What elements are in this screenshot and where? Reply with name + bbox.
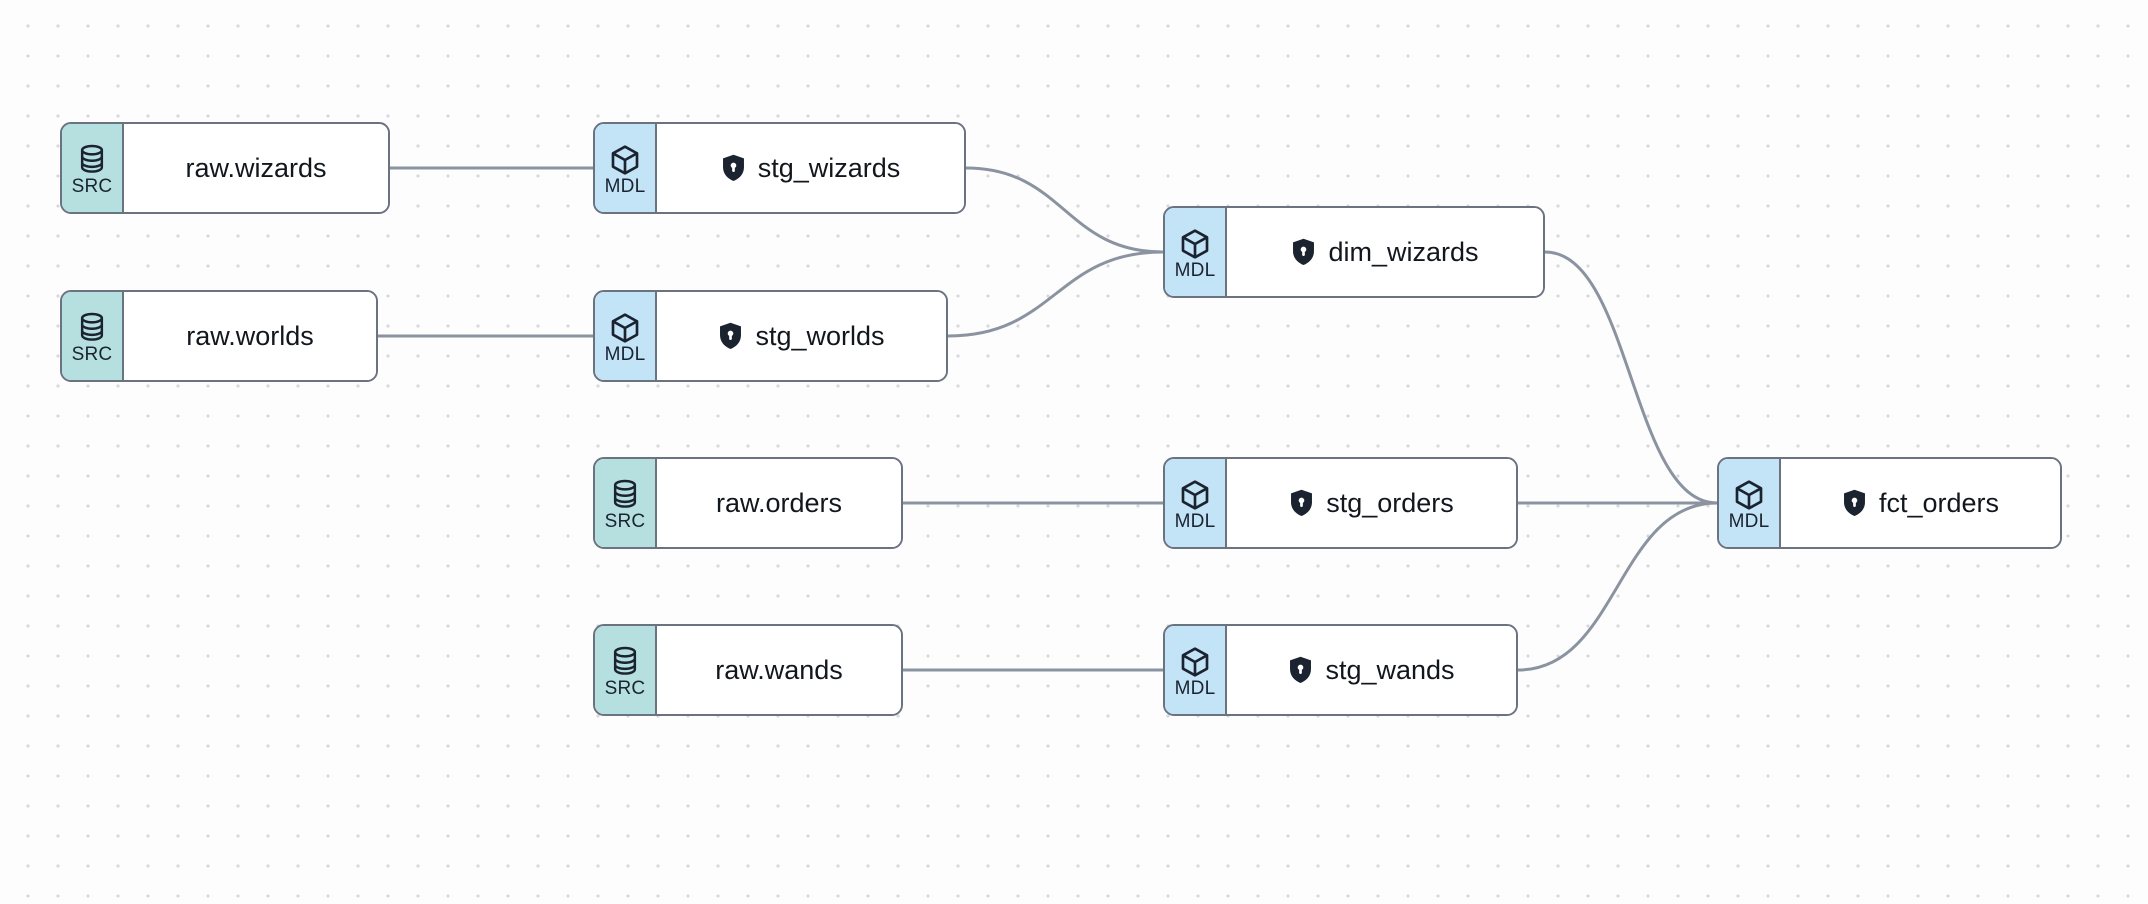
node-body: dim_wizards (1227, 208, 1543, 296)
node-body: stg_worlds (657, 292, 946, 380)
node-title: fct_orders (1878, 487, 2000, 518)
node-stg-orders[interactable]: MDL stg_orders (1163, 457, 1518, 549)
node-kind-label: MDL (1174, 510, 1216, 532)
node-kind-label: SRC (71, 343, 113, 365)
cube-icon (1733, 479, 1765, 511)
node-title: stg_worlds (755, 320, 885, 351)
node-kind-label: MDL (604, 343, 646, 365)
node-kind-label: SRC (71, 175, 113, 197)
node-title: dim_wizards (1328, 236, 1479, 267)
shield-lock-icon (721, 154, 746, 182)
node-fct-orders[interactable]: MDL fct_orders (1717, 457, 2062, 549)
node-raw-orders[interactable]: SRC raw.orders (593, 457, 903, 549)
cube-icon (1179, 228, 1211, 260)
node-title: raw.wizards (185, 152, 327, 183)
node-kind-badge-src: SRC (62, 292, 124, 380)
node-kind-label: MDL (1174, 259, 1216, 281)
edge-stg-wands-to-fct-orders (1516, 501, 1719, 672)
shield-lock-icon (1842, 489, 1867, 517)
node-raw-wizards[interactable]: SRC raw.wizards (60, 122, 390, 214)
database-icon (610, 479, 640, 511)
database-icon (77, 312, 107, 344)
node-kind-label: MDL (1174, 677, 1216, 699)
database-icon (77, 144, 107, 176)
node-body: fct_orders (1781, 459, 2060, 547)
node-raw-wands[interactable]: SRC raw.wands (593, 624, 903, 716)
node-title: stg_wizards (757, 152, 901, 183)
shield-lock-icon (1289, 489, 1314, 517)
node-title: stg_orders (1326, 487, 1454, 518)
node-kind-badge-mdl: MDL (595, 292, 657, 380)
node-kind-badge-mdl: MDL (595, 124, 657, 212)
cube-icon (1179, 479, 1211, 511)
database-icon (610, 646, 640, 678)
node-stg-wizards[interactable]: MDL stg_wizards (593, 122, 966, 214)
cube-icon (609, 144, 641, 176)
node-kind-badge-src: SRC (595, 626, 657, 714)
node-kind-label: MDL (604, 175, 646, 197)
node-kind-badge-mdl: MDL (1165, 459, 1227, 547)
node-title: raw.orders (715, 487, 843, 518)
node-body: stg_wands (1227, 626, 1516, 714)
shield-lock-icon (1288, 656, 1313, 684)
node-kind-label: SRC (604, 677, 646, 699)
node-title: raw.worlds (186, 320, 314, 351)
node-body: stg_wizards (657, 124, 964, 212)
node-kind-badge-src: SRC (62, 124, 124, 212)
node-stg-worlds[interactable]: MDL stg_worlds (593, 290, 948, 382)
node-dim-wizards[interactable]: MDL dim_wizards (1163, 206, 1545, 298)
edge-stg-wizards-to-dim-wizards (964, 166, 1165, 254)
shield-lock-icon (718, 322, 743, 350)
edge-stg-worlds-to-dim-wizards (946, 250, 1165, 338)
node-stg-wands[interactable]: MDL stg_wands (1163, 624, 1518, 716)
cube-icon (1179, 646, 1211, 678)
node-kind-badge-src: SRC (595, 459, 657, 547)
node-body: raw.worlds (124, 292, 376, 380)
edge-dim-wizards-to-fct-orders (1543, 250, 1719, 505)
node-body: stg_orders (1227, 459, 1516, 547)
node-kind-badge-mdl: MDL (1719, 459, 1781, 547)
node-body: raw.orders (657, 459, 901, 547)
node-title: stg_wands (1325, 654, 1455, 685)
node-kind-label: MDL (1728, 510, 1770, 532)
node-kind-badge-mdl: MDL (1165, 208, 1227, 296)
node-kind-badge-mdl: MDL (1165, 626, 1227, 714)
node-title: raw.wands (715, 654, 843, 685)
shield-lock-icon (1291, 238, 1316, 266)
node-raw-worlds[interactable]: SRC raw.worlds (60, 290, 378, 382)
node-body: raw.wands (657, 626, 901, 714)
node-body: raw.wizards (124, 124, 388, 212)
node-kind-label: SRC (604, 510, 646, 532)
cube-icon (609, 312, 641, 344)
